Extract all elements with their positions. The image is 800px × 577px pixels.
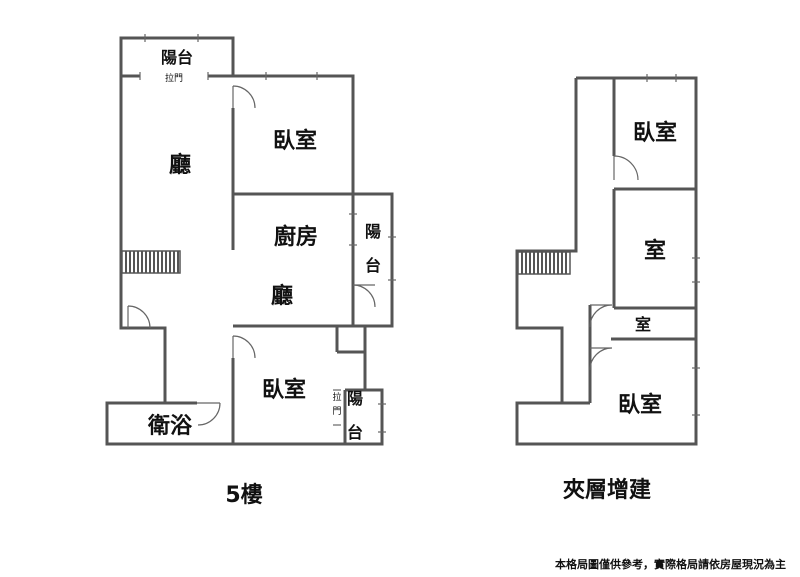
- floor-5-outer-wall: [105, 74, 394, 446]
- label-bathroom: 衛浴: [147, 413, 193, 439]
- door-bedroom-top: [232, 85, 256, 109]
- mz-door-bed-bottom: [589, 347, 613, 371]
- balcony-top-walls: [119, 36, 235, 76]
- caption-floor-5: 5樓: [225, 483, 262, 508]
- door-bedroom-bottom: [232, 335, 256, 359]
- door-bathroom: [197, 402, 221, 426]
- label-sliding-door-top: 拉門: [165, 72, 183, 84]
- mz-door-small-room: [589, 304, 613, 328]
- mz-door-bed-top: [613, 155, 639, 181]
- label-balcony-bottom-2: 台: [347, 423, 363, 442]
- label-sliding-door-bottom-2: 門: [332, 406, 341, 417]
- caption-mezzanine: 夾層增建: [563, 477, 651, 503]
- floor-5-plan: 陽台 拉門 廳 臥室 廚房 陽 台 廳 臥室 拉 門 陽 台 衛浴 5樓: [105, 34, 396, 508]
- label-sliding-door-bottom-1: 拉: [332, 391, 341, 403]
- label-bedroom-top: 臥室: [273, 128, 317, 154]
- staircase-mezzanine: [517, 251, 571, 275]
- label-balcony-right-2: 台: [365, 256, 381, 275]
- label-bedroom-bottom: 臥室: [262, 377, 306, 403]
- staircase-5f: [121, 250, 181, 274]
- label-living-center: 廳: [271, 283, 293, 309]
- mz-label-room-small: 室: [635, 315, 651, 334]
- window-marks-5f: [139, 34, 396, 433]
- mz-label-room-middle: 室: [644, 238, 666, 264]
- mz-label-bedroom-bottom: 臥室: [618, 392, 662, 418]
- disclaimer-note: 本格局圖僅供參考，實際格局請依房屋現況為主: [555, 557, 786, 571]
- door-entry-left: [127, 305, 151, 329]
- label-balcony-bottom-1: 陽: [347, 389, 363, 408]
- label-living-main: 廳: [169, 152, 191, 178]
- label-balcony-right-1: 陽: [365, 222, 381, 241]
- window-marks-mezzanine: [646, 74, 700, 416]
- mz-label-bedroom-top: 臥室: [633, 120, 677, 146]
- mezzanine-plan: 臥室 室 室 臥室 夾層增建: [515, 74, 700, 503]
- label-balcony-top: 陽台: [161, 48, 193, 67]
- label-kitchen: 廚房: [274, 224, 318, 250]
- door-balcony-right: [352, 284, 376, 308]
